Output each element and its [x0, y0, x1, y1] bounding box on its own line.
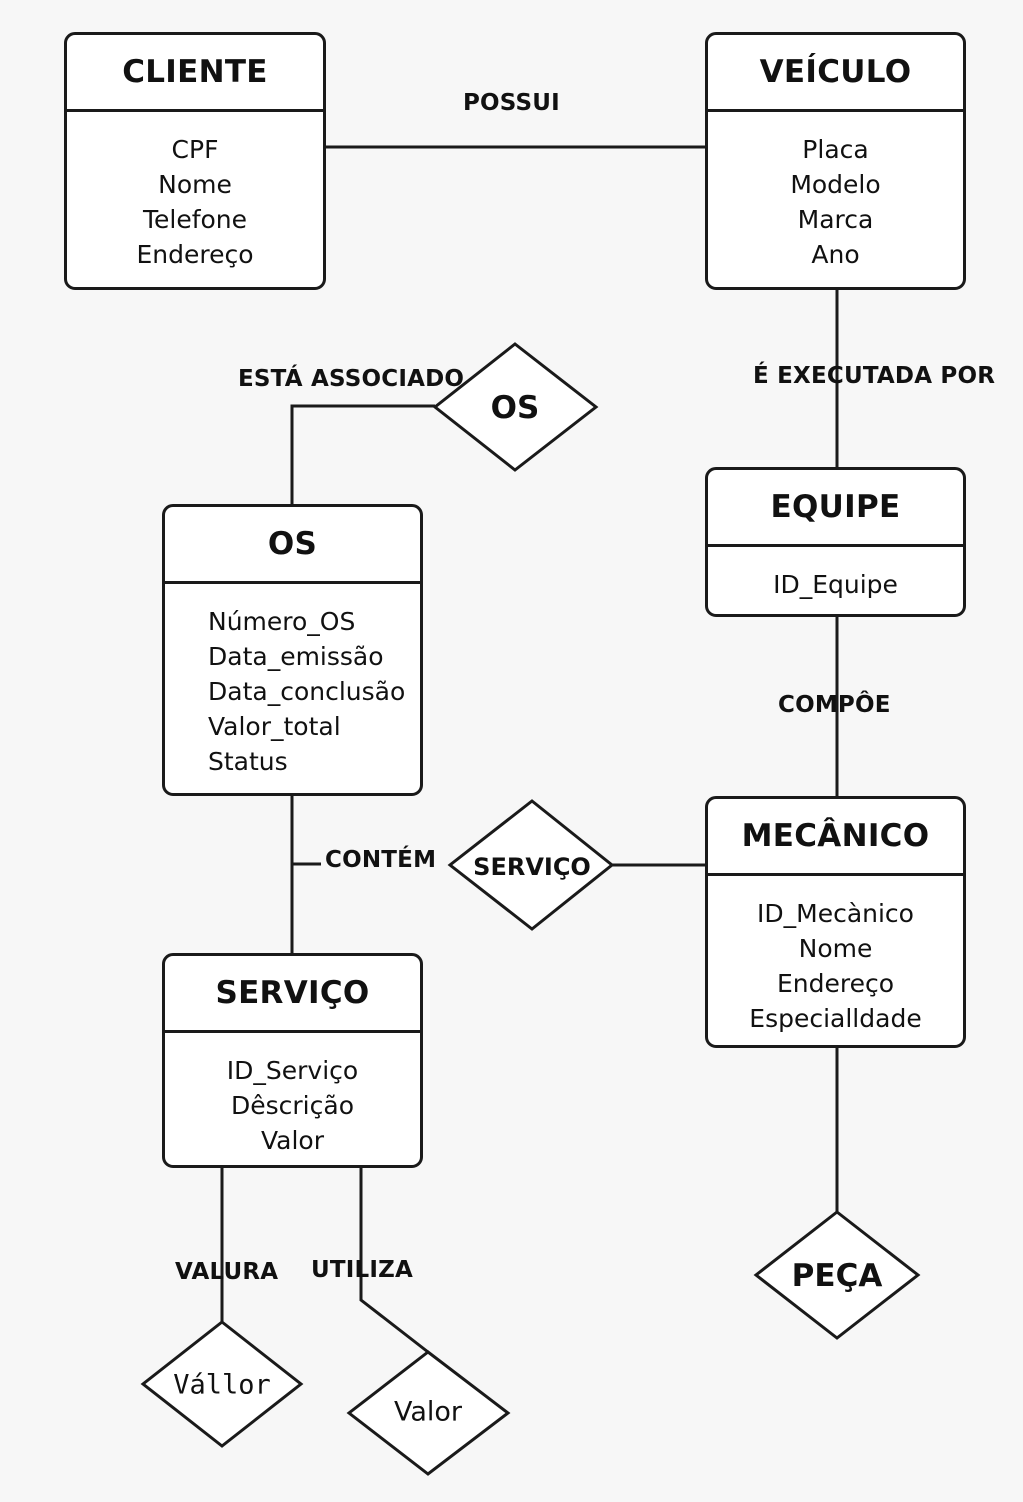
relationship-label-valura: VALURA — [175, 1259, 279, 1285]
attribute-placa: Placa — [802, 135, 869, 164]
attribute-cpf: CPF — [171, 135, 219, 164]
entity-veiculo-title: VEÍCULO — [708, 35, 963, 112]
attribute-descricao: Dêscrição — [231, 1091, 354, 1120]
attribute-status: Status — [208, 747, 288, 776]
attribute-valor: Valor — [260, 1126, 324, 1155]
attribute-id-servico: ID_Serviço — [226, 1056, 359, 1085]
entity-mecanico-attributes: ID_Mecànico Nome Endereço Especialldade — [708, 876, 963, 1036]
attribute-nome-mecanico: Nome — [798, 934, 873, 963]
attribute-telefone: Telefone — [142, 205, 248, 234]
relationship-label-associado: ESTÁ ASSOCIADO — [238, 366, 465, 392]
entity-equipe: EQUIPE ID_Equipe — [705, 467, 966, 617]
attribute-data-emissao: Data_emissão — [208, 642, 384, 671]
attribute-especialidade: Especialldade — [749, 1004, 922, 1033]
relationship-label-contem: CONTÉM — [325, 847, 437, 873]
entity-mecanico-title: MECÂNICO — [708, 799, 963, 876]
attribute-numero-os: Número_OS — [208, 607, 356, 636]
diamond-servico-label: SERVIÇO — [473, 853, 591, 881]
relationship-label-possui: POSSUI — [463, 90, 560, 116]
entity-servico-title: SERVIÇO — [165, 956, 420, 1033]
attribute-id-mecanico: ID_Mecànico — [757, 899, 914, 928]
entity-servico: SERVIÇO ID_Serviço Dêscrição Valor — [162, 953, 423, 1168]
entity-os-attributes: Número_OS Data_emissão Data_conclusão Va… — [165, 584, 420, 779]
relationship-label-utiliza: UTILIZA — [311, 1257, 414, 1283]
diamond-valor-label: Valor — [393, 1396, 463, 1428]
attribute-valor-total: Valor_total — [208, 712, 341, 741]
diamond-peca-shape — [753, 1210, 921, 1340]
attribute-endereco: Endereço — [136, 240, 254, 269]
attribute-id-equipe: ID_Equipe — [773, 570, 898, 599]
diamond-peca-label: PEÇA — [791, 1258, 883, 1294]
relationship-label-executada-por: É EXECUTADA POR — [753, 363, 996, 389]
attribute-marca: Marca — [797, 205, 874, 234]
relationship-label-compoe: COMPÔE — [778, 692, 891, 718]
diamond-os-label: OS — [490, 390, 540, 426]
diamond-vallor-label: Vállor — [173, 1369, 271, 1401]
entity-servico-attributes: ID_Serviço Dêscrição Valor — [165, 1033, 420, 1158]
entity-equipe-attributes: ID_Equipe — [708, 547, 963, 602]
diamond-vallor-shape — [140, 1320, 304, 1448]
entity-os: OS Número_OS Data_emissão Data_conclusão… — [162, 504, 423, 796]
attribute-data-conclusao: Data_conclusão — [208, 677, 406, 706]
entity-mecanico: MECÂNICO ID_Mecànico Nome Endereço Espec… — [705, 796, 966, 1048]
entity-cliente-attributes: CPF Nome Telefone Endereço — [67, 112, 323, 272]
attribute-modelo: Modelo — [790, 170, 881, 199]
entity-veiculo-attributes: Placa Modelo Marca Ano — [708, 112, 963, 272]
attribute-ano: Ano — [811, 240, 860, 269]
attribute-nome: Nome — [158, 170, 232, 199]
diamond-valor-shape — [346, 1350, 511, 1476]
attribute-endereco-mecanico: Endereço — [776, 969, 895, 998]
diamond-servico-shape — [447, 799, 615, 931]
entity-veiculo: VEÍCULO Placa Modelo Marca Ano — [705, 32, 966, 290]
entity-equipe-title: EQUIPE — [708, 470, 963, 547]
connector-os-diamond-os — [290, 404, 435, 504]
entity-os-title: OS — [165, 507, 420, 584]
diamond-os-shape — [432, 342, 599, 472]
entity-cliente: CLIENTE CPF Nome Telefone Endereço — [64, 32, 326, 290]
connector-servico-valor — [359, 1168, 429, 1354]
entity-cliente-title: CLIENTE — [67, 35, 323, 112]
